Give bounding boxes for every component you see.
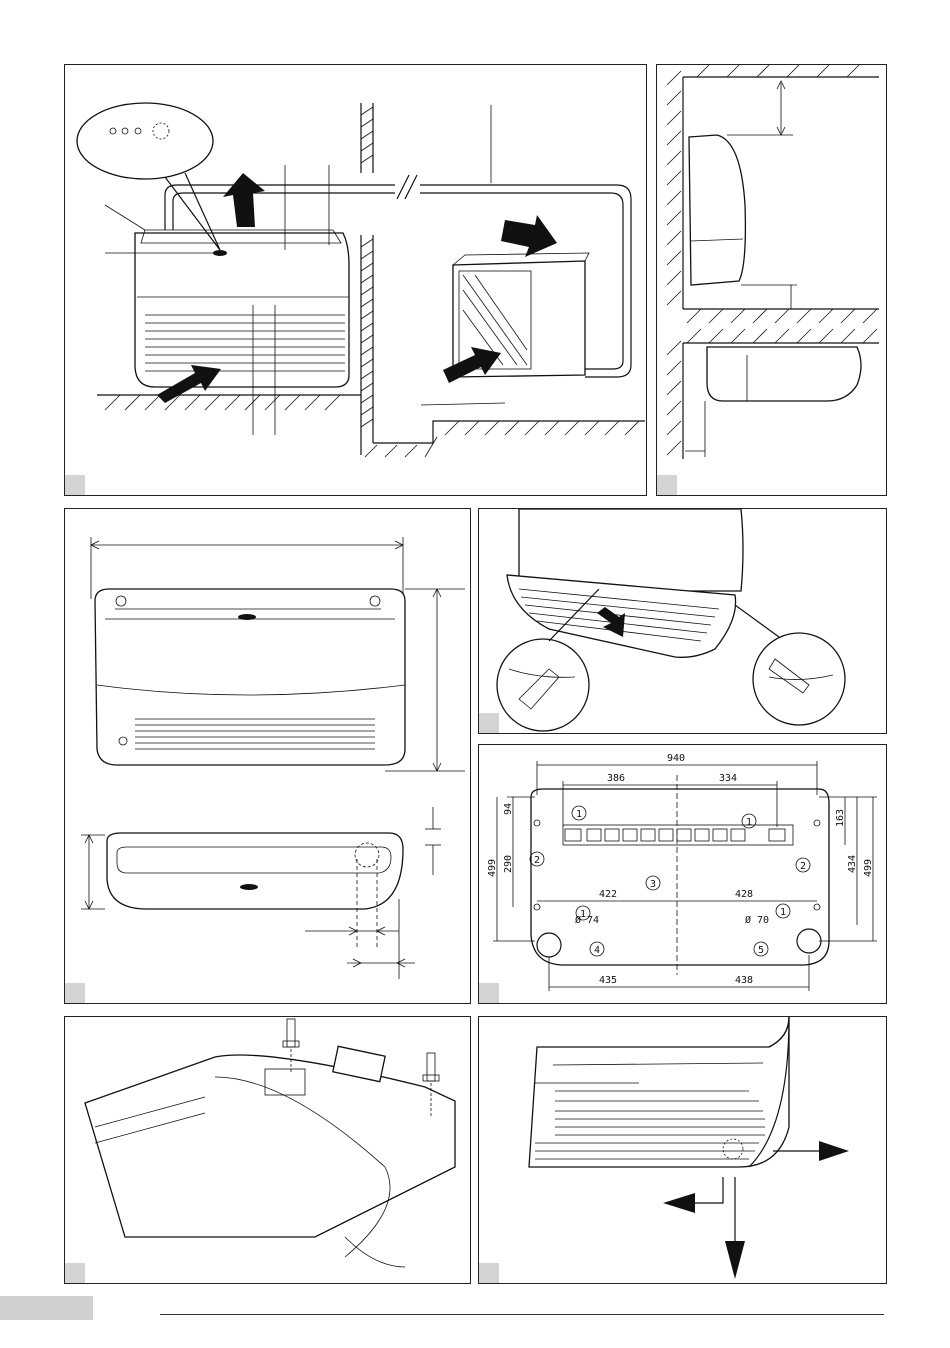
dim-right-499: 499 [863,859,874,877]
page-number-tab [0,1296,93,1320]
indoor-unit-icon [135,230,349,387]
dim-right-434: 434 [847,855,858,873]
figure-number-tab [65,475,85,495]
figure-clearances [656,64,887,496]
control-panel-callout-icon [77,103,220,250]
installation-overview-drawing [65,65,647,496]
figure-number-tab [65,983,85,1003]
mounting-dimensions-drawing: 940 386 334 422 428 435 438 Ø 74 Ø 70 94… [479,745,887,1004]
footer-rule [160,1314,884,1315]
figure-number-tab [479,713,499,733]
svg-text:2: 2 [800,861,806,872]
figure-installation-overview [64,64,647,496]
unit-dimensions-drawing [65,509,471,1004]
figure-number-tab [65,1263,85,1283]
svg-text:1: 1 [576,809,582,820]
svg-text:3: 3 [650,879,656,890]
indoor-unit-icon [689,135,861,401]
figure-number-tab [479,1263,499,1283]
svg-text:1: 1 [746,817,752,828]
indoor-unit-front-view [95,589,405,765]
floor-hatch-icon [97,395,361,410]
indoor-unit-side-view [107,833,403,949]
svg-text:5: 5 [758,945,764,956]
clearances-drawing [657,65,887,496]
dim-total-width: 940 [667,753,685,764]
dim-bottom-left: 435 [599,975,617,986]
dim-left-290: 290 [503,855,514,873]
dim-left-499: 499 [487,859,498,877]
svg-text:2: 2 [534,855,540,866]
figure-drain-direction [478,1016,887,1284]
figure-mounting-dimensions: 940 386 334 422 428 435 438 Ø 74 Ø 70 94… [478,744,887,1004]
svg-text:1: 1 [780,907,786,918]
dim-bottom-right: 438 [735,975,753,986]
figure-number-tab [479,983,499,1003]
dim-middle-left: 422 [599,889,617,900]
svg-text:4: 4 [594,945,600,956]
dim-right-163: 163 [835,809,846,827]
figure-grille-removal [478,508,887,734]
drain-direction-drawing [479,1017,887,1284]
dim-left-94: 94 [503,803,514,815]
mounting-screws-drawing [65,1017,471,1284]
figure-number-tab [657,475,677,495]
dim-hole-left: Ø 74 [575,914,599,926]
dim-upper-left: 386 [607,773,625,784]
figure-unit-dimensions [64,508,471,1004]
svg-text:1: 1 [580,909,586,920]
dim-upper-right: 334 [719,773,737,784]
grille-removal-drawing [479,509,887,734]
dim-hole-right: Ø 70 [745,914,769,926]
dim-middle-right: 428 [735,889,753,900]
indoor-unit-icon [507,509,743,657]
figure-mounting-screws [64,1016,471,1284]
